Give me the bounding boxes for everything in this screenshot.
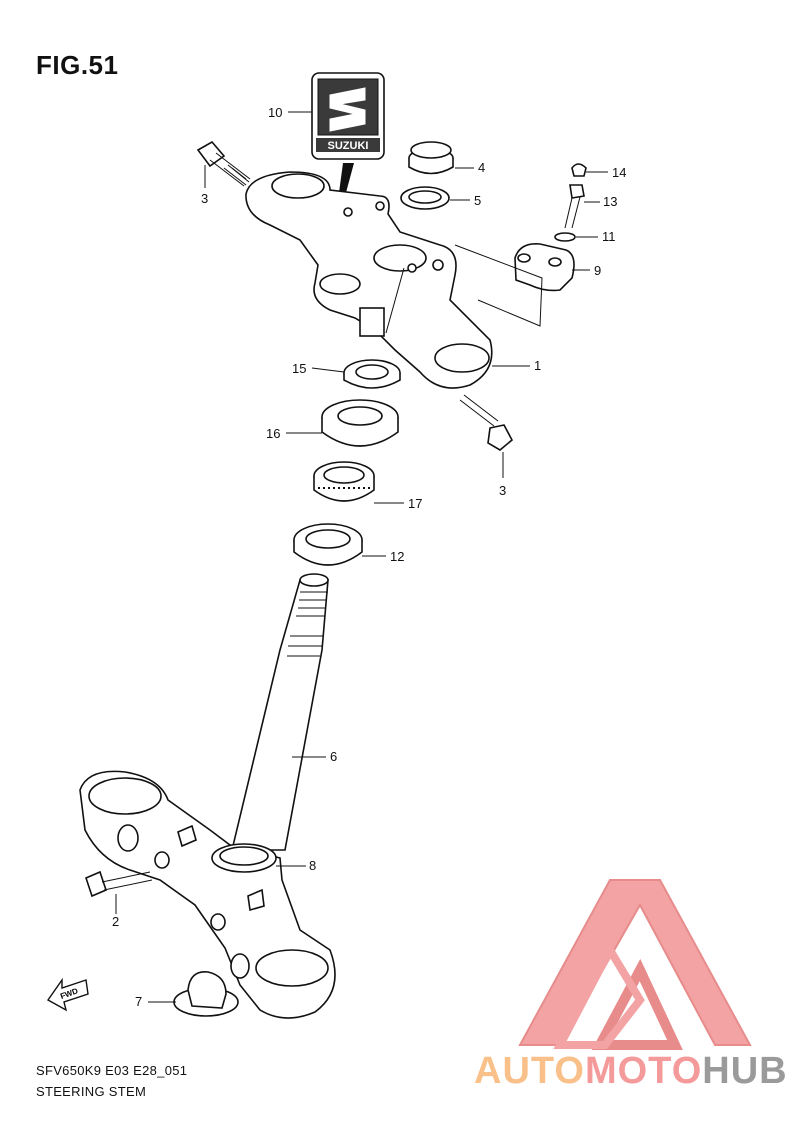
- steering-stem-part-6: [230, 573, 329, 851]
- callout-15: 15: [292, 361, 306, 376]
- cap-part-14: [571, 163, 587, 177]
- callout-5: 5: [474, 193, 481, 208]
- seal-part-16: [321, 399, 399, 447]
- holder-part-9: [514, 242, 575, 292]
- race-part-12: [293, 523, 363, 566]
- watermark-part-1: AUTO: [474, 1050, 585, 1092]
- callout-1: 1: [534, 358, 541, 373]
- emblem-text: SUZUKI: [328, 140, 369, 152]
- callout-17: 17: [408, 496, 422, 511]
- callout-11: 11: [602, 229, 616, 244]
- watermark-logo-icon: [518, 879, 752, 1050]
- bolt-part-3-lower: [459, 394, 514, 451]
- figure-title: FIG.51: [36, 50, 119, 80]
- washer-part-11: [554, 232, 576, 242]
- cap-part-4: [408, 141, 454, 175]
- callout-14: 14: [612, 165, 626, 180]
- watermark-brand: AUTOMOTOHUB: [474, 1050, 788, 1093]
- callout-16: 16: [266, 426, 280, 441]
- diagram-code: SFV650K9 E03 E28_051: [36, 1063, 188, 1078]
- lower-bracket: [79, 770, 336, 1019]
- callout-7: 7: [135, 994, 142, 1009]
- callout-10: 10: [268, 105, 282, 120]
- washer-part-5: [400, 186, 450, 210]
- watermark-part-2: MOTO: [584, 1050, 703, 1092]
- callout-13: 13: [603, 194, 617, 209]
- callout-6: 6: [330, 749, 337, 764]
- callout-3-upper: 3: [201, 191, 208, 206]
- callout-labels: 1 2 3 3 4 5 6 7 8 9 10 11 12 13 14 15 16…: [112, 105, 626, 1009]
- leader-lines: [115, 111, 608, 1003]
- callout-12: 12: [390, 549, 404, 564]
- bearing-part-17: [313, 461, 375, 502]
- emblem-part-10: SUZUKI: [311, 72, 385, 200]
- callout-4: 4: [478, 160, 485, 175]
- diagram-caption: STEERING STEM: [36, 1084, 147, 1099]
- nut-part-15: [343, 359, 401, 389]
- bolt-part-13: [564, 184, 585, 229]
- bolt-part-3-upper: [196, 140, 251, 187]
- seal-part-8: [211, 843, 277, 873]
- callout-9: 9: [594, 263, 601, 278]
- cap-part-7: [173, 971, 239, 1017]
- callout-8: 8: [309, 858, 316, 873]
- fwd-arrow-icon: FWD: [46, 977, 89, 1012]
- callout-3-lower: 3: [499, 483, 506, 498]
- upper-bracket-part-1: [245, 171, 493, 389]
- watermark-part-3: HUB: [702, 1050, 788, 1092]
- bolt-part-2: [85, 870, 153, 898]
- callout-2: 2: [112, 914, 119, 929]
